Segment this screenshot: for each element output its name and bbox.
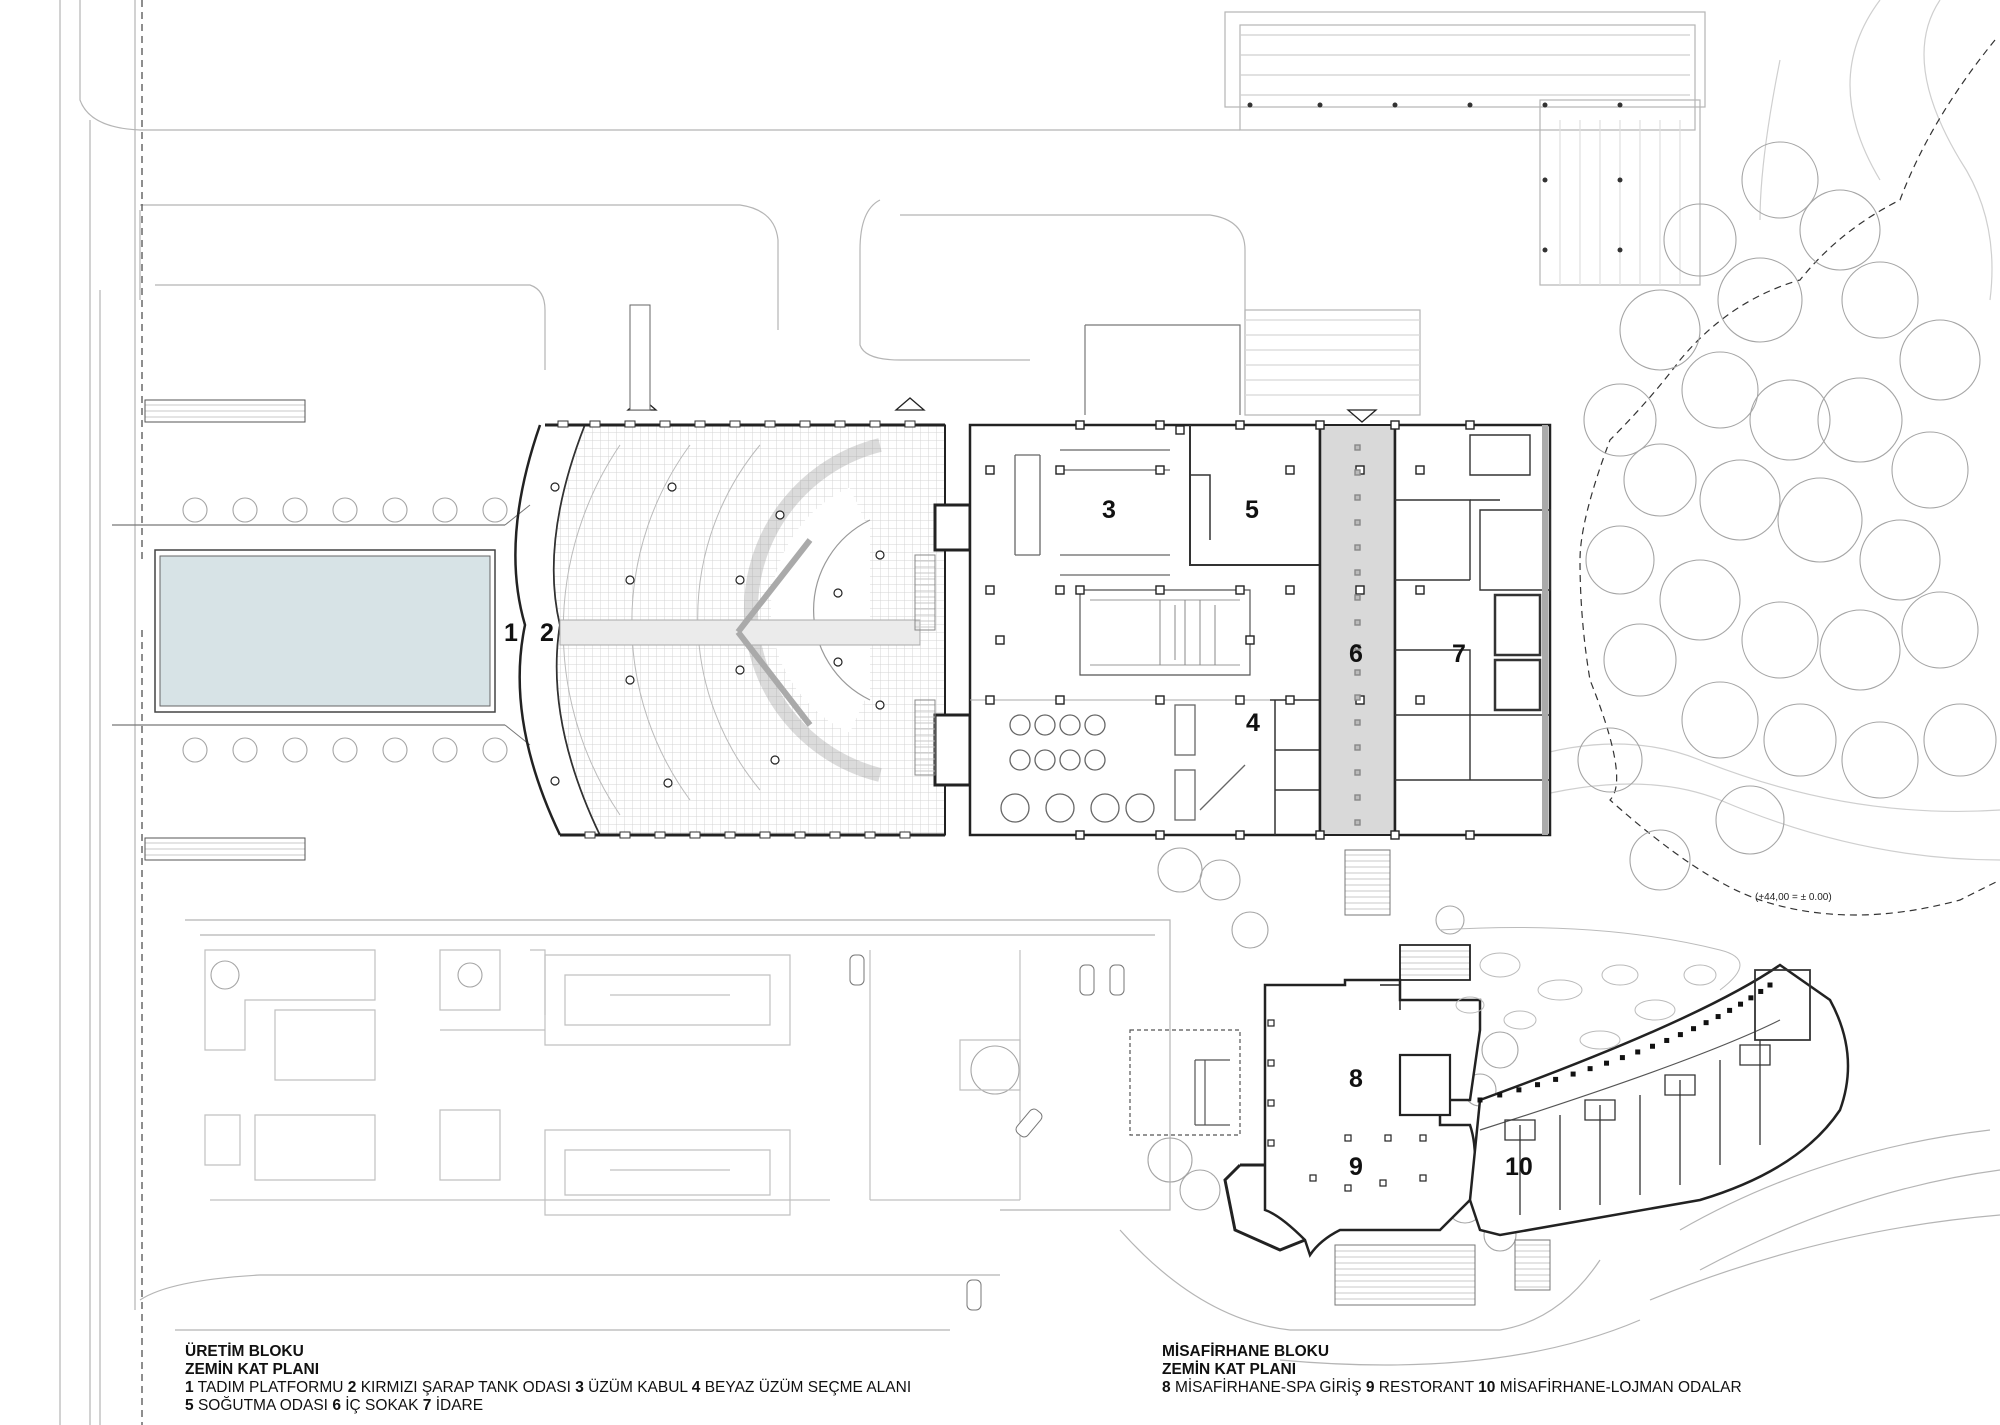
production-block <box>112 102 1623 916</box>
room-number: 2 <box>540 619 554 647</box>
room-number: 9 <box>1349 1153 1363 1181</box>
legend-num: 6 <box>332 1397 341 1414</box>
legend-num: 9 <box>1365 1379 1375 1396</box>
legend-num: 3 <box>575 1379 584 1396</box>
legend-production: ÜRETİM BLOKU ZEMİN KAT PLANI 1 TADIM PLA… <box>185 1343 965 1415</box>
trees <box>182 141 1997 1252</box>
guest-block <box>1223 927 1850 1306</box>
legend-text: ÜZÜM KABUL <box>588 1379 688 1396</box>
room-number: 8 <box>1349 1065 1363 1093</box>
room-number: 4 <box>1246 709 1260 737</box>
room-labels: 1 2 3 4 5 6 7 8 9 10 (+44,00 = ± 0.00) <box>504 496 1832 1181</box>
legend-text: BEYAZ ÜZÜM SEÇME ALANI <box>704 1379 912 1396</box>
legend-num: 1 <box>185 1379 194 1396</box>
legend-text: KIRMIZI ŞARAP TANK ODASI <box>360 1379 571 1396</box>
legend-row: 5 SOĞUTMA ODASI 6 İÇ SOKAK 7 İDARE <box>185 1397 965 1415</box>
legend-text: MİSAFİRHANE-SPA GİRİŞ <box>1174 1379 1362 1396</box>
elevation-note: (+44,00 = ± 0.00) <box>1755 892 1832 903</box>
legend-text: İDARE <box>435 1397 484 1414</box>
legend-num: 5 <box>185 1397 194 1414</box>
room-number: 7 <box>1452 640 1466 668</box>
legend-title: MİSAFİRHANE BLOKU <box>1162 1343 1330 1360</box>
legend-subtitle: ZEMİN KAT PLANI <box>1162 1361 1297 1378</box>
gardens <box>204 949 1241 1216</box>
room-number: 10 <box>1505 1153 1533 1181</box>
legend-num: 2 <box>347 1379 357 1396</box>
room-number: 5 <box>1245 496 1259 524</box>
legend-guest: MİSAFİRHANE BLOKU ZEMİN KAT PLANI 8 MİSA… <box>1162 1343 1862 1397</box>
legend-row: 8 MİSAFİRHANE-SPA GİRİŞ 9 RESTORANT 10 M… <box>1162 1379 1862 1397</box>
legend-text: MİSAFİRHANE-LOJMAN ODALAR <box>1499 1379 1742 1396</box>
legend-text: SOĞUTMA ODASI <box>197 1397 328 1414</box>
legend-num: 8 <box>1162 1379 1171 1396</box>
room-number: 3 <box>1102 496 1116 524</box>
legend-text: İÇ SOKAK <box>345 1397 419 1414</box>
legend-num: 4 <box>691 1379 701 1396</box>
legend-text: TADIM PLATFORMU <box>197 1379 344 1396</box>
legend-title: ÜRETİM BLOKU <box>185 1343 304 1360</box>
legend-num: 10 <box>1478 1379 1496 1396</box>
legend-subtitle: ZEMİN KAT PLANI <box>185 1361 320 1378</box>
site-lines <box>59 0 2000 1425</box>
room-number: 6 <box>1349 640 1363 668</box>
room-number: 1 <box>504 619 518 647</box>
legend-num: 7 <box>422 1397 432 1414</box>
legend-row: 1 TADIM PLATFORMU 2 KIRMIZI ŞARAP TANK O… <box>185 1379 965 1397</box>
legend-text: RESTORANT <box>1378 1379 1474 1396</box>
